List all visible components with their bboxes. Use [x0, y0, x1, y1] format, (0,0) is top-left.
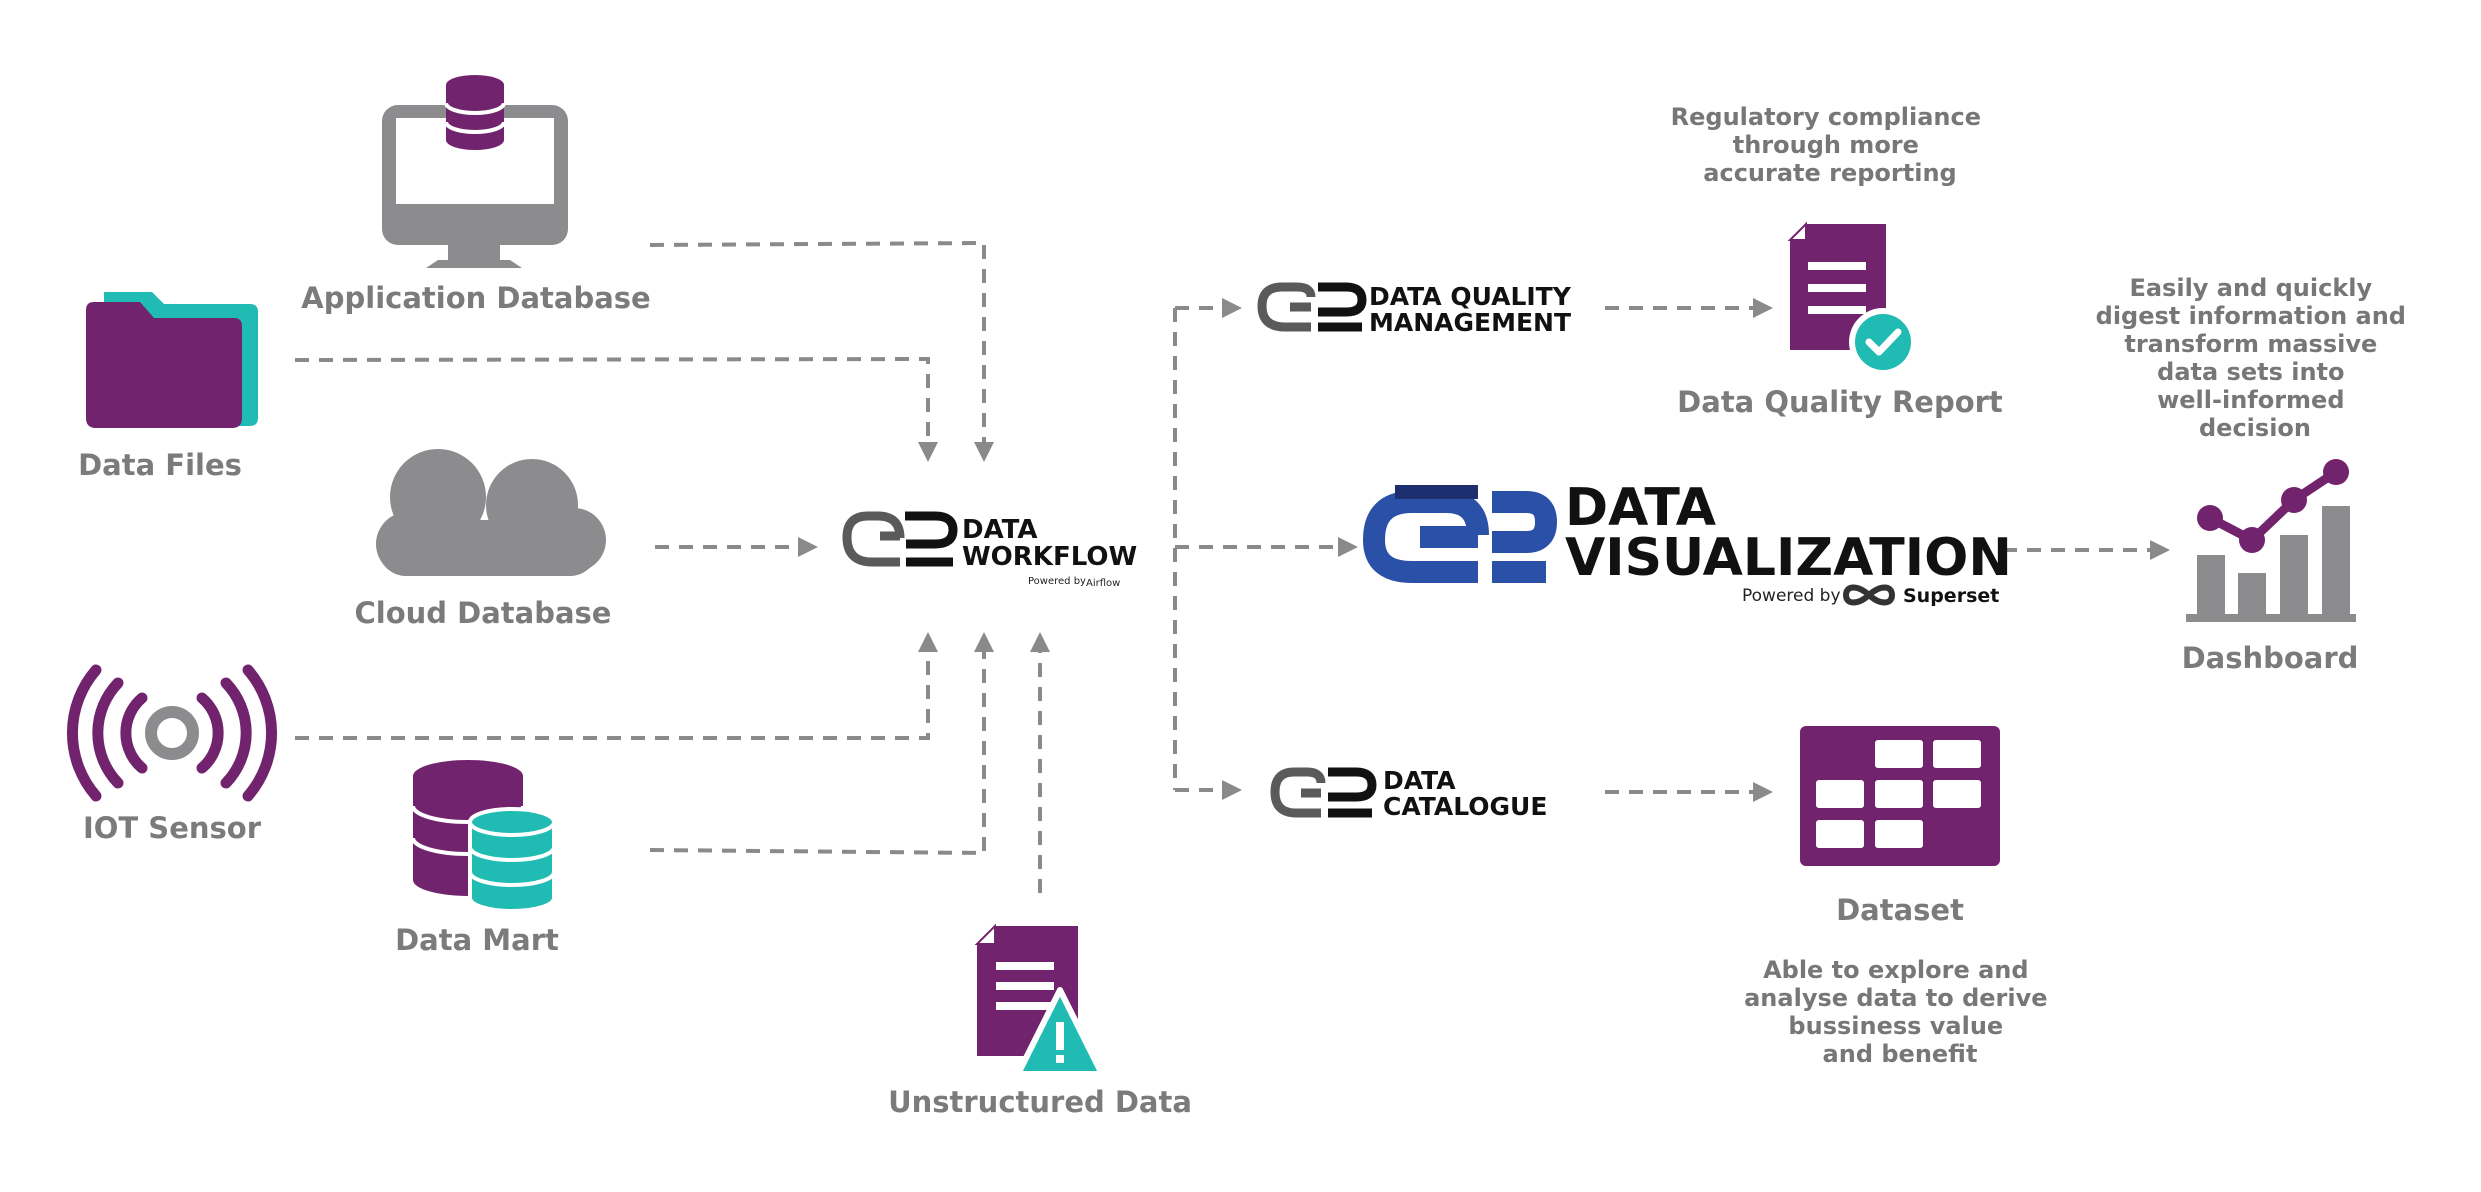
iot-sensor-node: IOT Sensor: [67, 664, 277, 845]
dashboard-note-line: transform massive: [2124, 330, 2377, 358]
quality-note-line: Regulatory compliance: [1671, 103, 1981, 131]
data-workflow-line2: WORKFLOW: [962, 542, 1137, 572]
dataset-label: Dataset: [1836, 893, 1964, 927]
data-quality-line1: DATA QUALITY: [1369, 282, 1572, 311]
quality-note-line: through more: [1733, 131, 1919, 159]
document-warning-icon: [974, 923, 1105, 1077]
data-workflow-airflow: Airflow: [1086, 578, 1120, 589]
connectors: [294, 240, 2170, 893]
dashboard-note: Easily and quickly digest information an…: [2096, 274, 2415, 442]
dashboard-note-line: data sets into: [2157, 358, 2344, 386]
dataset-note: Able to explore and analyse data to deri…: [1744, 956, 2056, 1068]
cloud-database-node: Cloud Database: [355, 449, 612, 630]
dashboard-note-line: decision: [2199, 414, 2311, 442]
data-catalogue-line2: CATALOGUE: [1383, 792, 1547, 821]
monitor-database-icon: [382, 75, 568, 268]
grid-table-icon: [1800, 726, 2000, 866]
dashboard-note-line: well-informed: [2157, 386, 2344, 414]
data-visualization-line2: VISUALIZATION: [1565, 528, 2012, 588]
unstructured-data-node: Unstructured Data: [888, 923, 1192, 1119]
document-check-icon: [1787, 221, 1917, 376]
dashboard-note-line: digest information and: [2096, 302, 2406, 330]
cloud-database-label: Cloud Database: [355, 596, 612, 630]
unstructured-data-label: Unstructured Data: [888, 1085, 1192, 1119]
data-workflow-node: DATA WORKFLOW Powered by Airflow: [842, 511, 1137, 589]
cloud-icon: [376, 449, 606, 576]
data-mart-node: Data Mart: [395, 760, 559, 957]
data-files-label: Data Files: [78, 448, 242, 482]
dataset-note-line: and benefit: [1823, 1040, 1978, 1068]
connector-iot-sensor: [295, 632, 938, 740]
signal-sensor-icon: [67, 664, 277, 802]
ae-logo-icon: [842, 511, 958, 567]
data-visualization-line1: DATA: [1565, 478, 1716, 538]
ae-logo-icon: [1257, 282, 1367, 332]
dashboard-label: Dashboard: [2182, 641, 2359, 675]
data-visualization-superset: Superset: [1903, 585, 1999, 607]
bar-line-chart-icon: [2186, 459, 2356, 622]
data-workflow-line1: DATA: [962, 515, 1038, 545]
data-mart-label: Data Mart: [395, 923, 559, 957]
infinity-icon: [1842, 584, 1896, 606]
dataset-note-line: Able to explore and: [1763, 956, 2029, 984]
ae-logo-icon: [1270, 767, 1377, 818]
folder-icon: [86, 292, 258, 428]
connector-application-database: [649, 240, 994, 462]
data-visualization-node: DATA VISUALIZATION Powered by Superset: [1362, 478, 2012, 607]
data-quality-report-label: Data Quality Report: [1677, 385, 2003, 419]
connector-data-mart: [649, 632, 994, 856]
application-database-node: Application Database: [301, 75, 651, 315]
data-files-node: Data Files: [78, 292, 258, 482]
data-quality-line2: MANAGEMENT: [1369, 308, 1571, 337]
data-catalogue-node: DATA CATALOGUE: [1270, 766, 1547, 821]
ae-logo-icon: [1362, 485, 1558, 583]
database-stack-icon: [411, 760, 556, 913]
dataset-note-line: bussiness value: [1788, 1012, 2003, 1040]
iot-sensor-label: IOT Sensor: [83, 811, 262, 845]
data-workflow-powered-by: Powered by: [1028, 576, 1086, 587]
quality-note: Regulatory compliance through more accur…: [1671, 103, 1990, 187]
dashboard-node: Easily and quickly digest information an…: [2096, 274, 2415, 675]
dashboard-note-line: Easily and quickly: [2129, 274, 2372, 302]
data-quality-management-node: DATA QUALITY MANAGEMENT: [1257, 282, 1572, 337]
dataset-note-line: analyse data to derive: [1744, 984, 2047, 1012]
quality-note-line: accurate reporting: [1703, 159, 1956, 187]
dataset-node: Dataset Able to explore and analyse data…: [1744, 726, 2056, 1068]
connector-data-files: [294, 356, 938, 462]
data-quality-report-node: Regulatory compliance through more accur…: [1671, 103, 2003, 419]
data-catalogue-line1: DATA: [1383, 766, 1456, 795]
application-database-label: Application Database: [301, 281, 650, 315]
data-visualization-powered-by: Powered by: [1742, 586, 1841, 606]
